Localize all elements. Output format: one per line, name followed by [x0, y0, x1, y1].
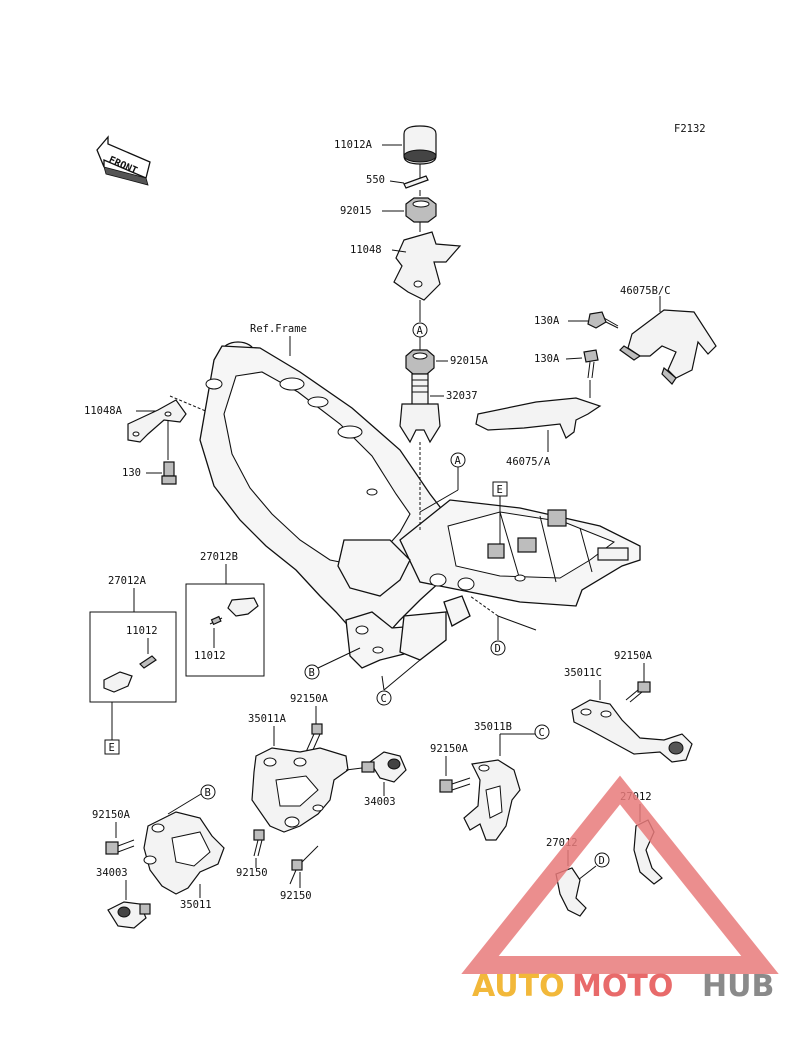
label-11048: 11048: [350, 244, 382, 256]
cotter-pin-550: [403, 175, 429, 189]
callout-e-frame: E: [497, 484, 503, 496]
diagram-id: F2132: [674, 123, 706, 135]
label-130: 130: [122, 467, 141, 479]
bracket-35011A: [251, 747, 349, 833]
group-box-27012A: [89, 611, 177, 703]
bolt-92150A-mid: [439, 777, 471, 793]
bracket-35011B: [463, 759, 521, 841]
bolt-92150-upper: [253, 829, 265, 857]
bolt-92150A-right: [625, 681, 651, 703]
label-92150A-lower: 92150A: [92, 809, 131, 821]
sensor-27012-left: [555, 867, 587, 917]
main-frame: [199, 341, 641, 669]
callout-b-lower: B: [205, 787, 211, 799]
label-35011: 35011: [180, 899, 212, 911]
group-box-27012B: [185, 583, 265, 677]
label-92150-lower: 92150: [280, 890, 312, 902]
cap-11012A: [403, 125, 437, 165]
bolt-92150A-lower: [105, 839, 135, 855]
label-46075BC: 46075B/C: [620, 285, 671, 297]
sensor-27012A: [103, 655, 157, 693]
watermark-logo: AUTO MOTO HUB: [461, 775, 779, 1004]
bracket-11048A: [127, 399, 187, 443]
label-92150-upper: 92150: [236, 867, 268, 879]
bracket-35011C: [571, 699, 693, 763]
label-32037: 32037: [446, 390, 478, 402]
callout-d-frame: D: [495, 643, 501, 655]
callout-c-lower: C: [539, 727, 545, 739]
bracket-46075BC: [619, 309, 717, 385]
label-11048A: 11048A: [84, 405, 123, 417]
label-11012A: 11012A: [334, 139, 373, 151]
bolt-92150-lower: [289, 859, 303, 885]
label-27012B: 27012B: [200, 551, 238, 563]
label-92015A: 92015A: [450, 355, 489, 367]
label-46075A: 46075/A: [506, 456, 551, 468]
label-35011A: 35011A: [248, 713, 287, 725]
peg-34003-upper: [361, 751, 407, 783]
watermark-auto: AUTO: [472, 969, 565, 1004]
label-11012-a: 11012: [126, 625, 158, 637]
callout-b-frame: B: [309, 667, 315, 679]
watermark-hub: HUB: [702, 969, 774, 1004]
ref-frame-label: Ref.Frame: [250, 323, 307, 335]
label-35011B: 35011B: [474, 721, 512, 733]
label-92015: 92015: [340, 205, 372, 217]
label-34003-upper: 34003: [364, 796, 396, 808]
label-92150A-right: 92150A: [614, 650, 653, 662]
callout-a-frame: A: [455, 455, 462, 467]
bracket-11048: [393, 231, 462, 301]
bolt-130A-lower: [583, 349, 599, 379]
callout-e-box: E: [109, 742, 115, 754]
shaft-32037: [399, 373, 441, 444]
label-35011C: 35011C: [564, 667, 602, 679]
label-11012-b: 11012: [194, 650, 226, 662]
callout-c-frame: C: [381, 693, 387, 705]
nut-92015: [405, 197, 437, 223]
peg-34003-lower: [107, 901, 151, 929]
sensor-bracket-27012B: [209, 597, 259, 626]
front-arrow-icon: FRONT: [96, 135, 151, 186]
label-92150A-upper: 92150A: [290, 693, 329, 705]
bolt-130A-upper: [587, 311, 619, 329]
label-27012A: 27012A: [108, 575, 147, 587]
watermark-moto: MOTO: [572, 969, 673, 1004]
callout-a-top: A: [417, 325, 424, 337]
callout-d-lower: D: [599, 855, 605, 867]
label-34003-lower: 34003: [96, 867, 128, 879]
label-130A-lower: 130A: [534, 353, 560, 365]
bolt-130: [161, 461, 177, 485]
label-130A-upper: 130A: [534, 315, 560, 327]
bracket-35011: [143, 811, 225, 895]
nut-92015A: [405, 349, 435, 375]
label-92150A-mid: 92150A: [430, 743, 469, 755]
bracket-46075A: [475, 397, 602, 439]
label-550: 550: [366, 174, 385, 186]
